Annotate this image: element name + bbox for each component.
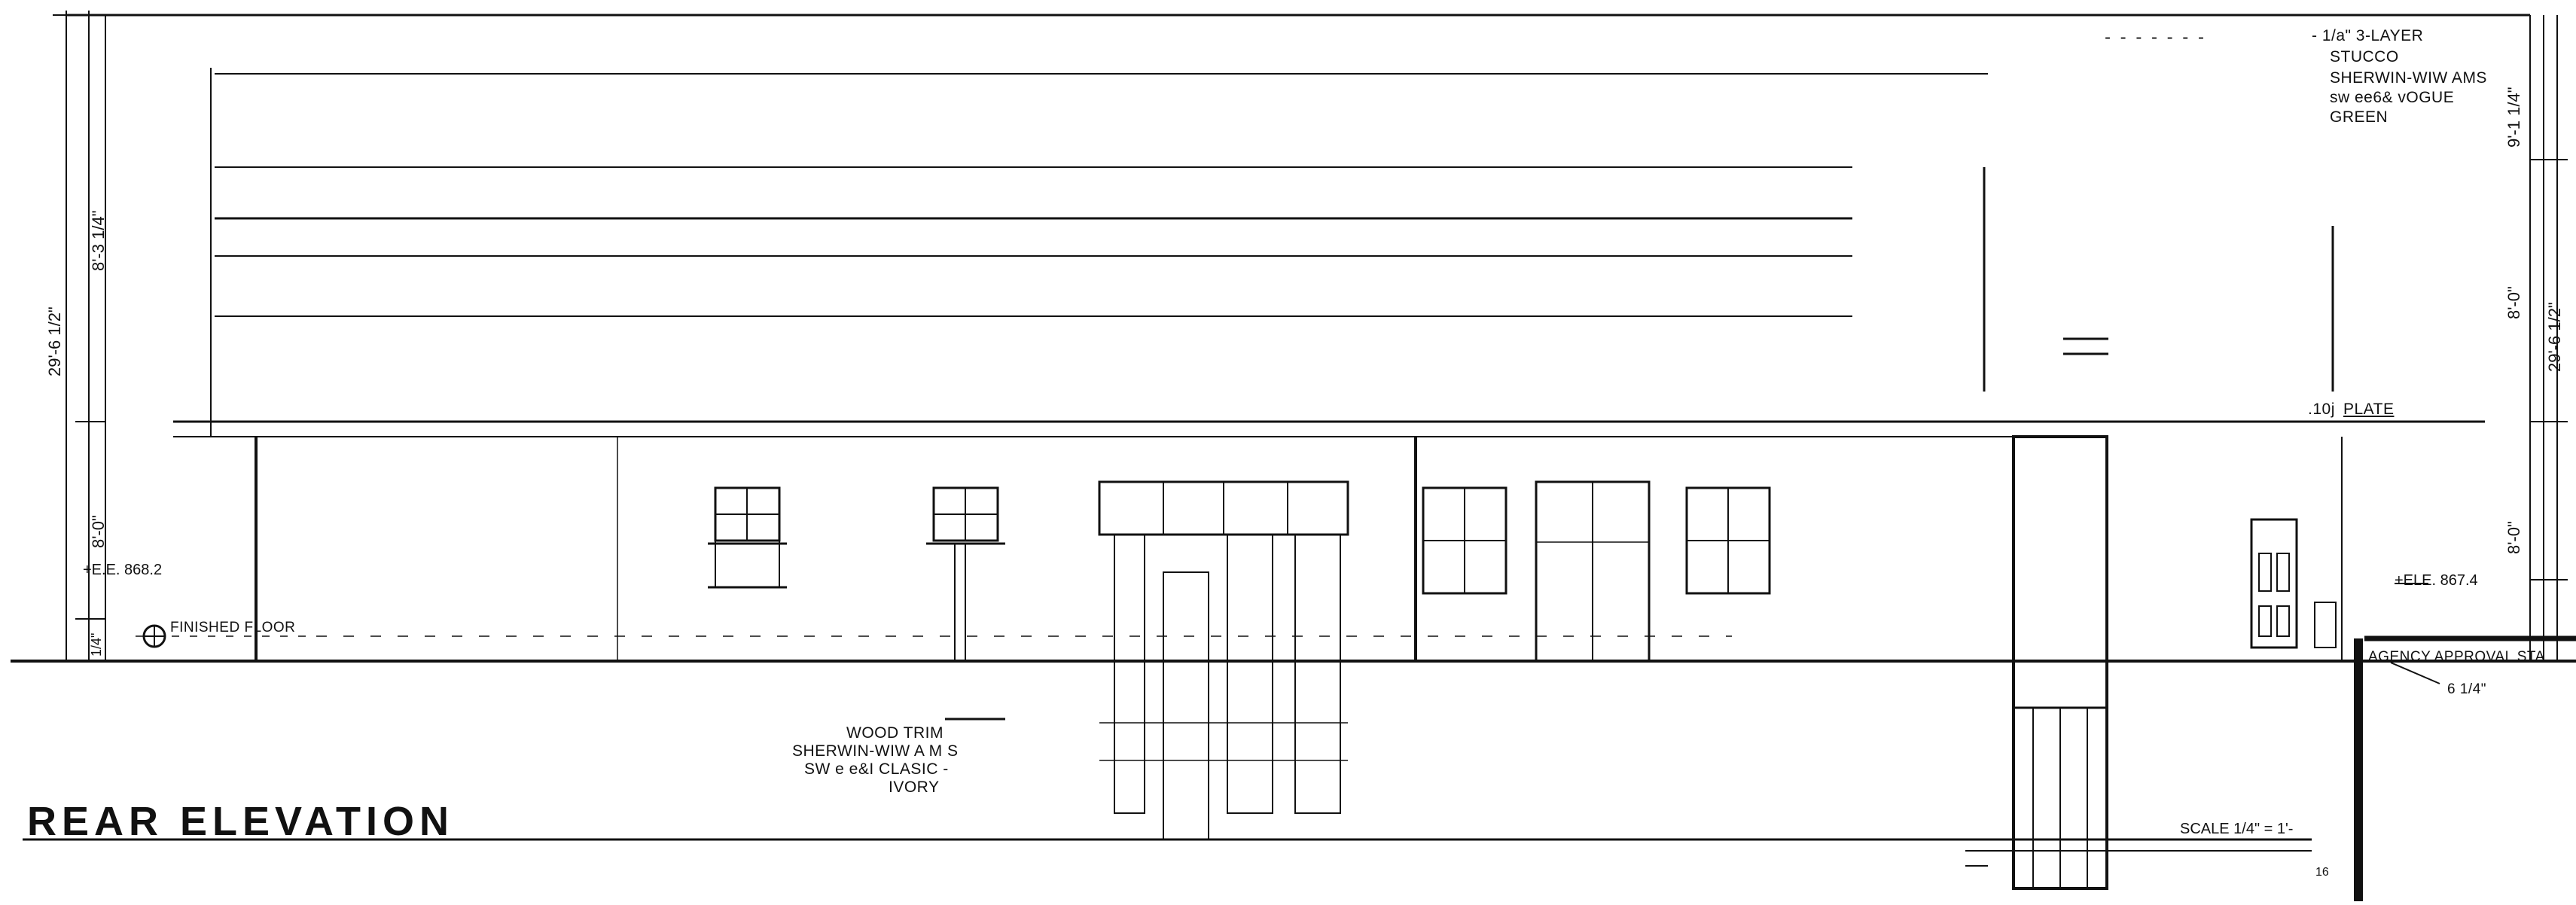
trim-note-line-4: IVORY (889, 779, 940, 796)
door-lamp (2314, 602, 2337, 648)
elevation-left: +E.E. 868.2 (83, 562, 163, 578)
trim-note-line-3: SW e e&I CLASIC - (804, 760, 949, 778)
dim-right-total: 29'-6 1/2" (2545, 302, 2564, 372)
drawing-title: REAR ELEVATION (27, 799, 455, 844)
dim-left-upper: 8'-3 1/4" (89, 210, 108, 271)
dim-left-small: 1/4" (89, 632, 104, 657)
dim-left-total: 29'-6 1/2" (45, 306, 64, 376)
rear-door (2250, 518, 2298, 649)
arbor-column-3 (1227, 534, 1273, 814)
trim-note-line-2: SHERWIN-WIW A M S (792, 742, 959, 760)
sheet-number: 16 (2315, 866, 2329, 879)
arbor-column-1 (1114, 534, 1145, 814)
plate-label: PLATE (2343, 401, 2395, 418)
plate-prefix: .10j (2308, 401, 2335, 418)
dim-right-lower: 8'-0" (2504, 521, 2523, 554)
trim-note-line-1: WOOD TRIM (846, 724, 944, 742)
dim-right-small: 6 1/4" (2447, 681, 2487, 697)
arbor-column-2 (1163, 571, 1209, 840)
header-dash: - - - - - - - (2105, 27, 2206, 47)
finished-floor-label: FINISHED FLOOR (170, 620, 296, 635)
note-stucco-line-3: SHERWIN-WIW AMS (2330, 69, 2487, 87)
note-stucco-line-5: GREEN (2330, 108, 2389, 126)
agency-label: AGENCY APPROVAL STA (2368, 649, 2545, 665)
agency-leader (2390, 662, 2440, 684)
dim-right-upper: 9'-1 1/4" (2504, 87, 2523, 148)
note-stucco-line-1: - 1/a" 3-LAYER (2312, 27, 2424, 44)
dim-left-lower: 8'-0" (89, 515, 108, 548)
dim-right-mid: 8'-0" (2504, 286, 2523, 319)
note-stucco-line-2: STUCCO (2330, 48, 2399, 66)
note-stucco-line-4: sw ee6& vOGUE (2330, 89, 2455, 106)
arbor-column-4 (1294, 534, 1341, 814)
scale-label: SCALE 1/4" = 1'- (2180, 821, 2294, 837)
elevation-right: +ELE. 867.4 (2395, 572, 2478, 589)
